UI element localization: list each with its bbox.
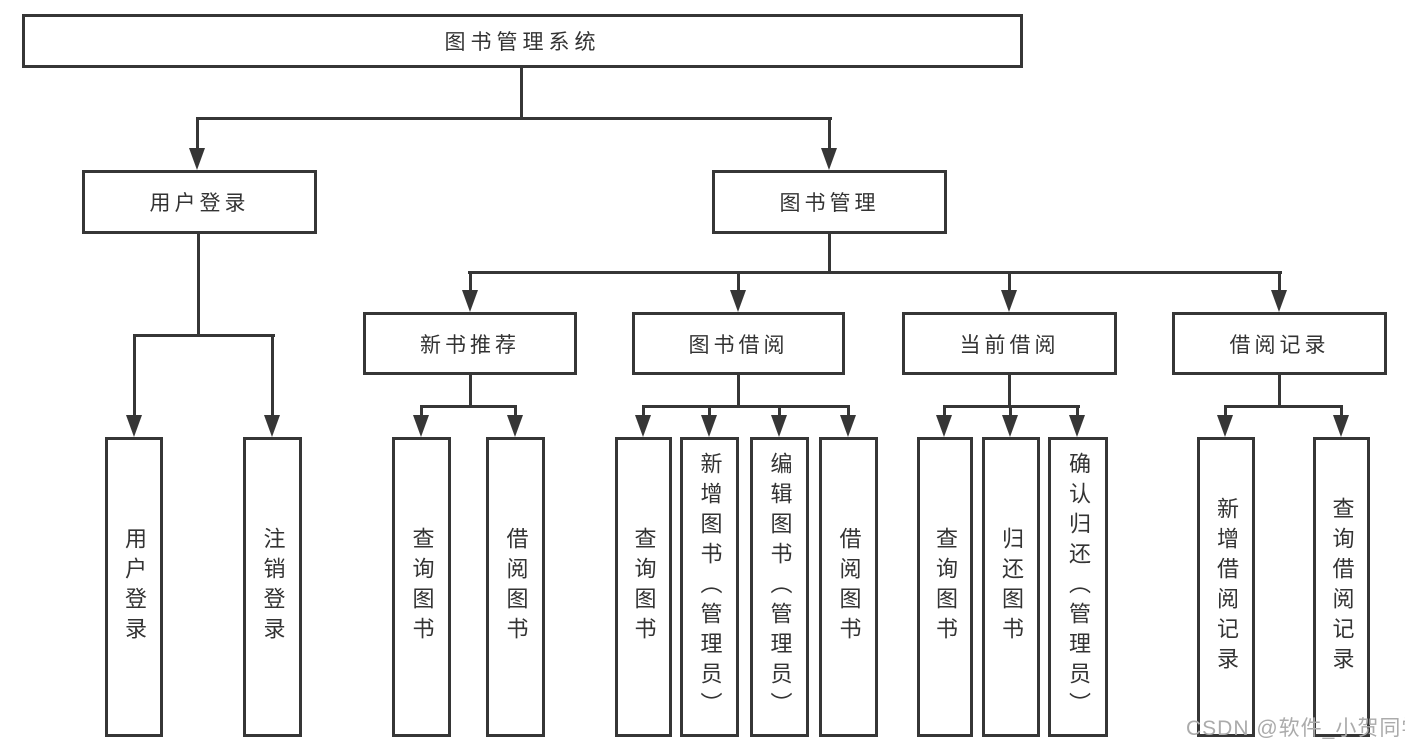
connector-line bbox=[469, 375, 472, 408]
connector-line bbox=[1008, 375, 1011, 408]
node-library-system: 图书管理系统 bbox=[22, 14, 1023, 68]
node-book-management: 图书管理 bbox=[712, 170, 947, 234]
leaf-label: 用户登录 bbox=[122, 527, 147, 647]
arrow-down-icon bbox=[1001, 290, 1017, 312]
leaf-user-login: 用户登录 bbox=[105, 437, 163, 737]
connector-line bbox=[196, 118, 199, 152]
arrow-down-icon bbox=[413, 415, 429, 437]
connector-level2-branch bbox=[196, 117, 832, 120]
arrow-down-icon bbox=[1271, 290, 1287, 312]
arrow-down-icon bbox=[936, 415, 952, 437]
connector-line bbox=[943, 406, 946, 418]
connector-line bbox=[1076, 406, 1079, 418]
leaf-return-book: 归还图书 bbox=[982, 437, 1040, 737]
connector-line bbox=[1278, 375, 1281, 408]
connector-line bbox=[1008, 272, 1011, 294]
leaf-query-books-borrow: 查询图书 bbox=[615, 437, 672, 737]
arrow-down-icon bbox=[701, 415, 717, 437]
leaf-label: 确认归还（管理员） bbox=[1066, 452, 1091, 722]
connector-line bbox=[737, 272, 740, 294]
leaf-add-borrow-record: 新增借阅记录 bbox=[1197, 437, 1255, 737]
connector-line bbox=[420, 406, 423, 418]
connector-line bbox=[778, 406, 781, 418]
leaf-label: 借阅图书 bbox=[836, 527, 862, 647]
connector-line bbox=[469, 272, 472, 294]
connector-line bbox=[514, 406, 517, 418]
leaf-borrow-books-recommend: 借阅图书 bbox=[486, 437, 545, 737]
connector-line bbox=[847, 406, 850, 418]
arrow-down-icon bbox=[264, 415, 280, 437]
node-book-borrow: 图书借阅 bbox=[632, 312, 845, 375]
connector-line bbox=[133, 335, 136, 417]
connector-line bbox=[828, 118, 831, 152]
leaf-label: 查询借阅记录 bbox=[1329, 497, 1355, 677]
connector-line bbox=[1278, 272, 1281, 294]
leaf-query-borrow-record: 查询借阅记录 bbox=[1313, 437, 1370, 737]
leaf-query-books-recommend: 查询图书 bbox=[392, 437, 451, 737]
leaf-confirm-return-admin: 确认归还（管理员） bbox=[1048, 437, 1108, 737]
connector-line bbox=[642, 405, 850, 408]
arrow-down-icon bbox=[1217, 415, 1233, 437]
leaf-label: 查询图书 bbox=[631, 527, 657, 647]
leaf-label: 新增图书（管理员） bbox=[697, 452, 723, 722]
connector-root-stem bbox=[520, 68, 523, 120]
node-new-book-recommend: 新书推荐 bbox=[363, 312, 577, 375]
arrow-down-icon bbox=[1333, 415, 1349, 437]
connector-line bbox=[1009, 406, 1012, 418]
connector-categories-branch bbox=[468, 271, 1282, 274]
leaf-logout: 注销登录 bbox=[243, 437, 302, 737]
arrow-down-icon bbox=[635, 415, 651, 437]
arrow-down-icon bbox=[840, 415, 856, 437]
connector-line bbox=[1340, 406, 1343, 418]
leaf-add-book-admin: 新增图书（管理员） bbox=[680, 437, 739, 737]
arrow-down-icon bbox=[462, 290, 478, 312]
arrow-down-icon bbox=[507, 415, 523, 437]
connector-book-mgmt-stem bbox=[828, 234, 831, 274]
leaf-label: 新增借阅记录 bbox=[1214, 497, 1239, 677]
leaf-label: 查询图书 bbox=[409, 527, 435, 647]
leaf-label: 查询图书 bbox=[933, 527, 958, 647]
node-current-borrow: 当前借阅 bbox=[902, 312, 1117, 375]
connector-line bbox=[642, 406, 645, 418]
connector-user-login-stem bbox=[197, 234, 200, 337]
leaf-label: 归还图书 bbox=[999, 527, 1024, 647]
connector-line bbox=[1224, 405, 1343, 408]
connector-line bbox=[737, 375, 740, 408]
leaf-label: 借阅图书 bbox=[503, 527, 529, 647]
connector-line bbox=[271, 335, 274, 417]
connector-line bbox=[708, 406, 711, 418]
connector-line bbox=[420, 405, 517, 408]
leaf-edit-book-admin: 编辑图书（管理员） bbox=[750, 437, 809, 737]
leaf-query-books-current: 查询图书 bbox=[917, 437, 973, 737]
node-borrow-records: 借阅记录 bbox=[1172, 312, 1387, 375]
connector-line bbox=[1224, 406, 1227, 418]
arrow-down-icon bbox=[730, 290, 746, 312]
leaf-label: 注销登录 bbox=[260, 527, 286, 647]
arrow-down-icon bbox=[126, 415, 142, 437]
arrow-down-icon bbox=[1002, 415, 1018, 437]
leaf-borrow-books-2: 借阅图书 bbox=[819, 437, 878, 737]
watermark: CSDN @软件_小贺同学 bbox=[1186, 717, 1405, 740]
connector-user-login-branch bbox=[133, 334, 275, 337]
arrow-down-icon bbox=[189, 148, 205, 170]
node-user-login: 用户登录 bbox=[82, 170, 317, 234]
arrow-down-icon bbox=[1069, 415, 1085, 437]
arrow-down-icon bbox=[771, 415, 787, 437]
arrow-down-icon bbox=[821, 148, 837, 170]
leaf-label: 编辑图书（管理员） bbox=[767, 452, 793, 722]
